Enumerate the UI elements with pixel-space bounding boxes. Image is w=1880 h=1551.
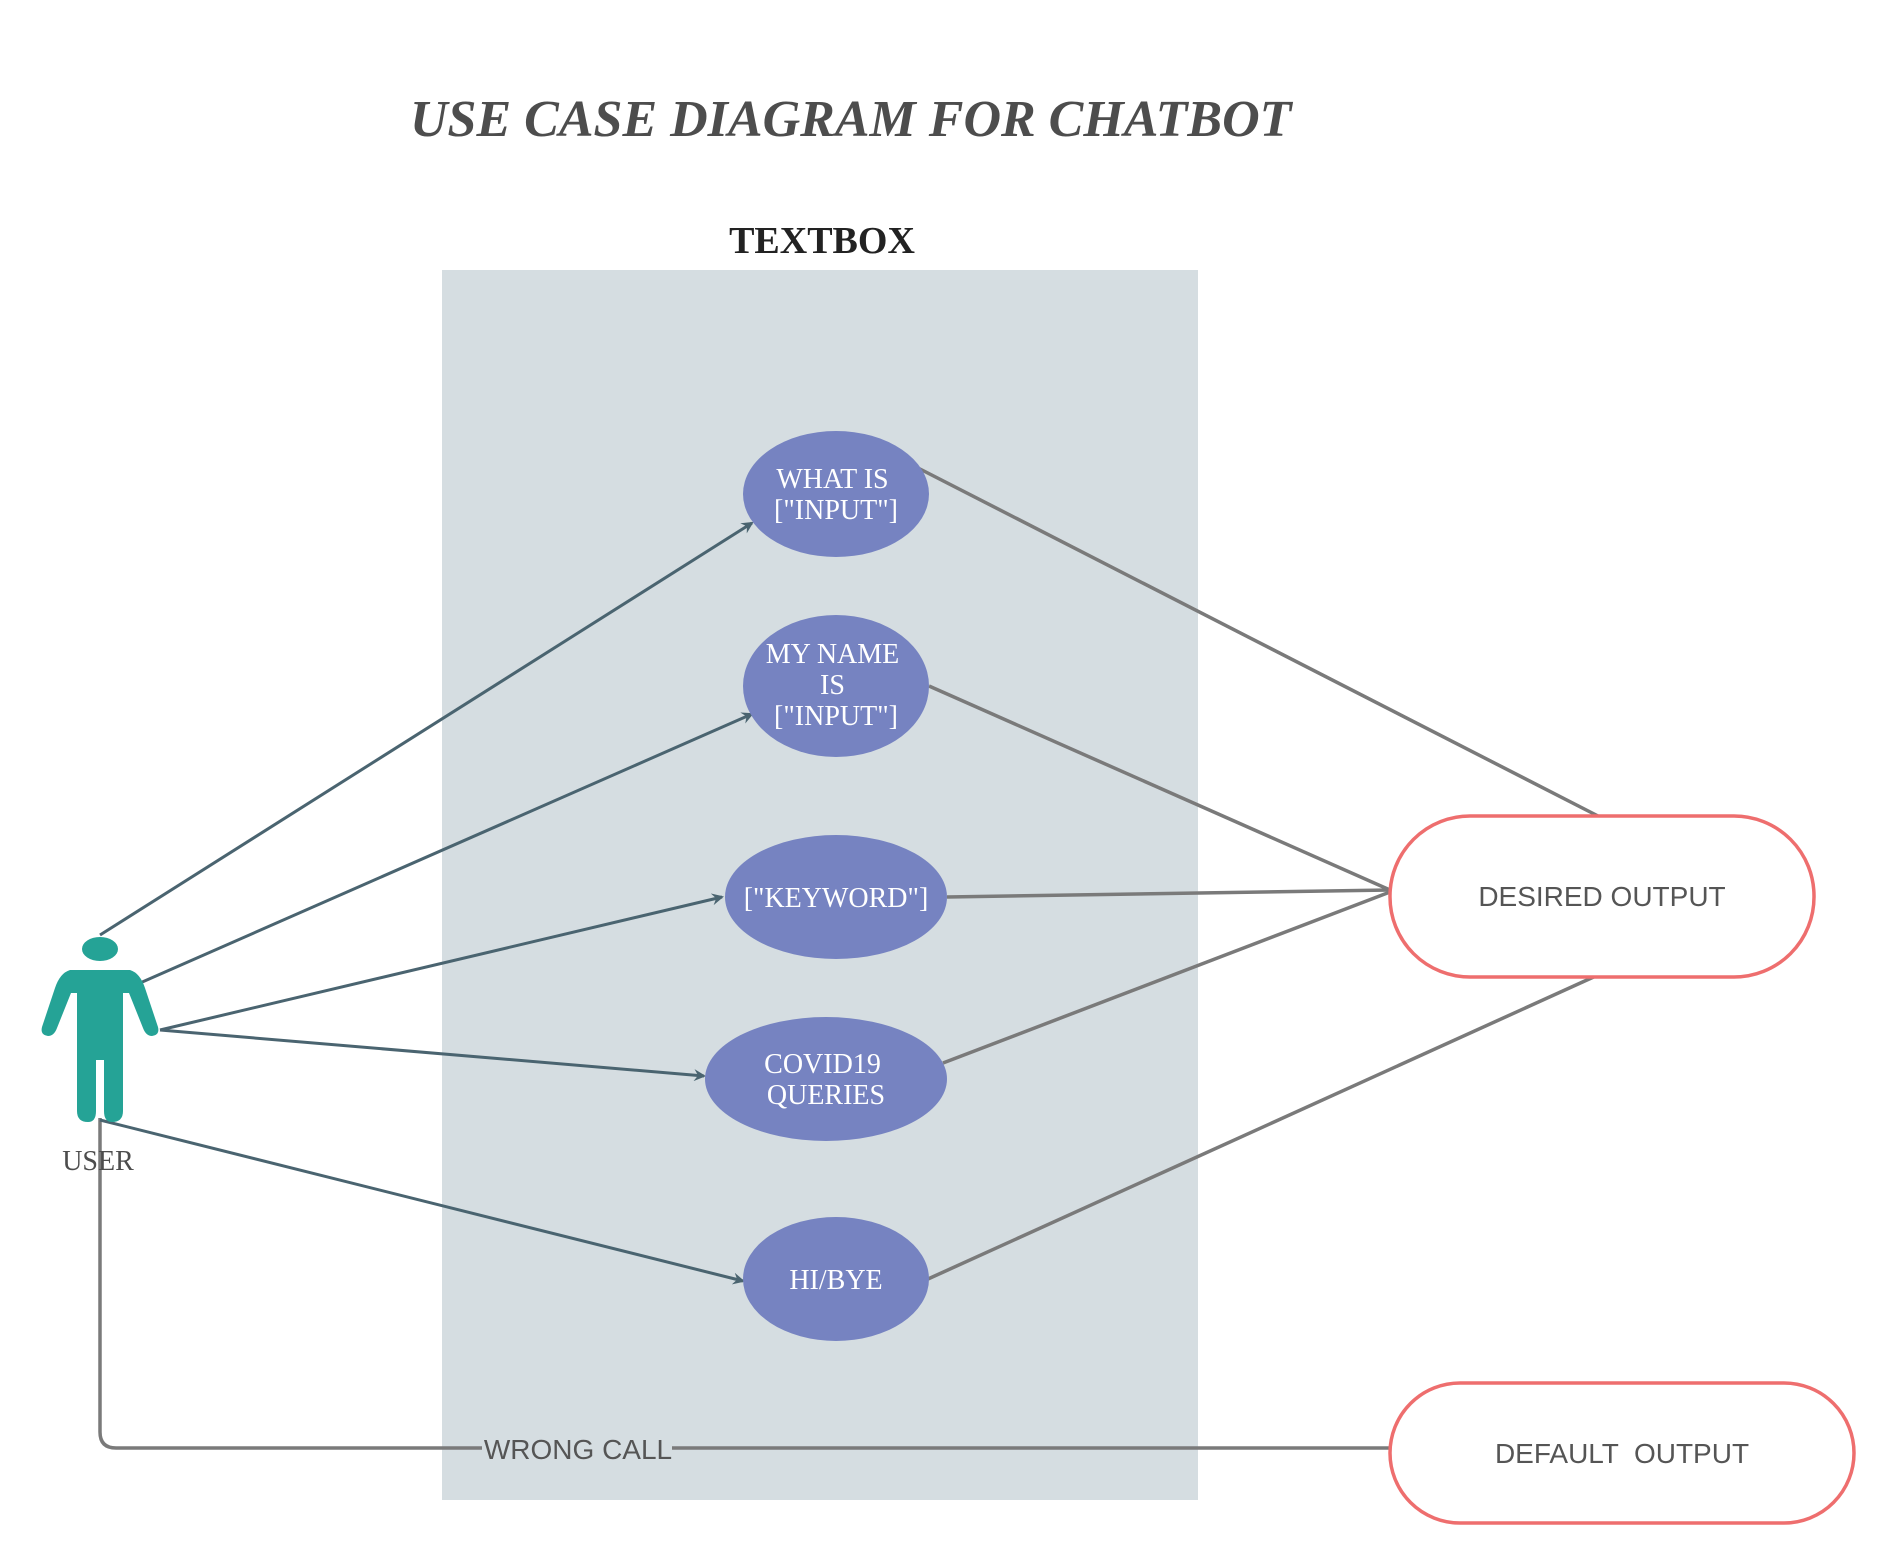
desired-output-shape [1388, 814, 1816, 979]
user-associations [99, 521, 754, 1285]
wrong-call-path [98, 1118, 1390, 1450]
use-case-label-line: WHAT IS [776, 464, 888, 495]
use-case-label-line: COVID19 [764, 1049, 881, 1080]
default-output-label: DEFAULT OUTPUT [1495, 1438, 1749, 1469]
use-case-label-line: ["KEYWORD"] [744, 883, 929, 914]
use-case-label-line: MY NAME [766, 639, 900, 670]
use-case-shape [725, 835, 947, 959]
actor-head [82, 937, 118, 961]
use-case-label: MY NAME IS ["INPUT"] [766, 639, 907, 732]
diagram-title: USE CASE DIAGRAM FOR CHATBOT [410, 91, 1294, 148]
arrow-user-what-is [99, 521, 754, 937]
association-keyword-desired [946, 888, 1391, 899]
association-hibye-desired [927, 973, 1599, 1281]
actor-user[interactable] [41, 937, 159, 1122]
use-case-label-line: ["INPUT"] [774, 495, 898, 526]
use-case-shape [743, 1217, 929, 1341]
boundary-title: TEXTBOX [729, 220, 915, 262]
arrow-user-hibye [99, 1118, 745, 1285]
use-case-label: ["KEYWORD"] [744, 883, 929, 914]
wrong-call-label-bg [482, 1428, 672, 1468]
use-case-shape [743, 431, 929, 557]
use-case-label-line: ["INPUT"] [774, 701, 898, 732]
use-case-shape [705, 1017, 947, 1141]
arrow-user-my-name [139, 712, 754, 985]
use-case-label: HI/BYE [789, 1265, 882, 1296]
use-case-label-line: HI/BYE [789, 1265, 882, 1296]
actor-body [41, 970, 159, 1122]
arrow-user-covid [159, 1028, 706, 1082]
association-my-name-desired [928, 684, 1391, 892]
arrow-user-keyword [159, 893, 724, 1032]
use-case-label-line: QUERIES [767, 1080, 885, 1111]
use-case-keyword[interactable]: ["KEYWORD"] [725, 835, 947, 959]
use-case-label: COVID19 QUERIES [764, 1049, 888, 1111]
desired-output[interactable]: DESIRED OUTPUT [1388, 814, 1816, 979]
use-case-covid[interactable]: COVID19 QUERIES [705, 1017, 947, 1141]
desired-output-label: DESIRED OUTPUT [1478, 881, 1725, 912]
association-covid-desired [942, 890, 1391, 1065]
actor-label: USER [62, 1146, 134, 1177]
output-associations [917, 466, 1599, 1281]
use-case-label-line: IS [820, 670, 845, 701]
use-case-my-name[interactable]: MY NAME IS ["INPUT"] [743, 615, 929, 757]
default-output[interactable]: DEFAULT OUTPUT [1388, 1381, 1856, 1525]
use-case-hibye[interactable]: HI/BYE [743, 1217, 929, 1341]
use-case-label: WHAT IS ["INPUT"] [774, 464, 898, 526]
association-what-is-desired [917, 466, 1599, 818]
use-case-shape [743, 615, 929, 757]
wrong-call-label: WRONG CALL [484, 1434, 672, 1465]
use-case-what-is[interactable]: WHAT IS ["INPUT"] [743, 431, 929, 557]
default-output-shape [1388, 1381, 1856, 1525]
